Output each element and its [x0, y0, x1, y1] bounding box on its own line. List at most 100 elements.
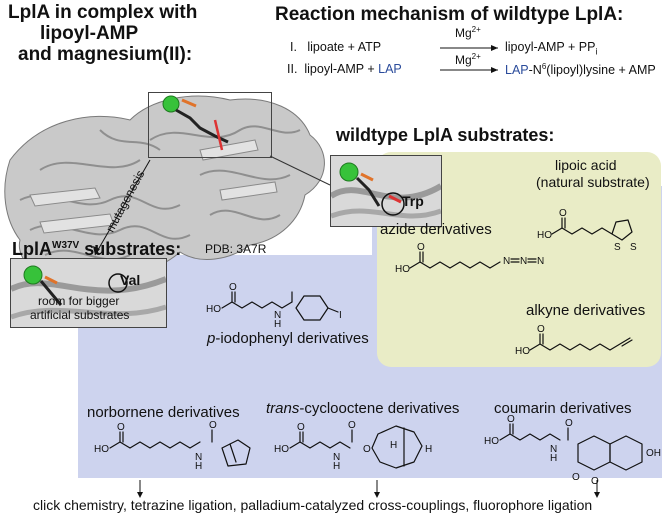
reaction-2-right-sup: 6 — [541, 62, 547, 71]
coum-o1: O — [507, 414, 515, 425]
coum-o3: O — [591, 476, 599, 487]
reaction-2-num: II. — [287, 62, 298, 76]
active-site-inset-box — [148, 92, 272, 158]
wildtype-inset-image — [330, 155, 442, 227]
reaction-2-right-b: (lipoyl)lysine + AMP — [546, 63, 656, 78]
tco-structure: O HO N H O O H H — [274, 420, 432, 472]
room-label-line2: artificial substrates — [30, 308, 130, 322]
reaction-1-right-sub: i — [595, 46, 598, 57]
magnesium-ion — [162, 95, 180, 113]
tco-o1: O — [297, 422, 305, 433]
tco-o2: O — [348, 420, 356, 431]
iodophenyl-label: p-iodophenyl derivatives — [207, 330, 369, 347]
reaction-1-num: I. — [290, 40, 297, 54]
reaction-2-cat-sup: 2+ — [471, 52, 481, 61]
alkyne-ho: HO — [515, 346, 530, 357]
coum-o4: O — [572, 472, 580, 483]
azide-o: O — [417, 242, 425, 253]
tco-h1: H — [390, 440, 397, 451]
tco-italic: trans — [266, 400, 300, 417]
coum-n: N — [550, 444, 557, 455]
lipoic-s2: S — [630, 242, 637, 253]
coum-h: H — [550, 453, 557, 464]
room-label-line1: room for bigger — [38, 294, 120, 308]
azide-n3: N — [537, 256, 544, 267]
alkyne-label: alkyne derivatives — [526, 302, 646, 319]
alkyne-o: O — [537, 324, 545, 335]
tco-o3: O — [363, 444, 371, 455]
norb-n: N — [195, 452, 202, 463]
reaction-1-right: lipoyl-AMP + PPi — [505, 40, 597, 57]
iodo-i: I — [339, 310, 342, 321]
lipoic-ho: HO — [537, 230, 552, 241]
iodophenyl-rest: -iodophenyl derivatives — [215, 330, 369, 347]
coum-o2: O — [565, 418, 573, 429]
mutant-sup: W37V — [52, 240, 80, 251]
pdb-label: PDB: 3A7R — [205, 242, 267, 256]
reaction-2-right-lap: LAP — [505, 63, 529, 78]
wildtype-substrates-label: wildtype LplA substrates: — [336, 125, 555, 145]
reaction-1: I. lipoate + ATP — [290, 40, 381, 54]
reaction-1-left: lipoate + ATP — [307, 40, 382, 54]
reaction-2-right: LAP-N6(lipoyl)lysine + AMP — [505, 62, 656, 77]
norb-o1: O — [117, 422, 125, 433]
tco-ho: HO — [274, 444, 289, 455]
tco-h2: H — [425, 444, 432, 455]
reaction-2-right-a: -N — [528, 63, 542, 78]
norbornene-structure: O HO N H O — [94, 420, 251, 472]
iodo-o1: O — [229, 282, 237, 293]
tco-rest: -cyclooctene derivatives — [299, 400, 460, 417]
mutant-name: LplA — [12, 239, 52, 259]
mutant-suffix: substrates: — [79, 239, 182, 259]
reaction-2-left-lap: LAP — [378, 62, 402, 76]
coumarin-structure: O HO N H O O O OH — [484, 414, 661, 487]
lipoic-acid-structure: O HO S S — [537, 208, 637, 253]
azide-structure: O HO N N N — [395, 242, 544, 275]
tco-label: trans-cyclooctene derivatives — [266, 400, 459, 417]
mutant-substrates-label: LplAW37V substrates: — [12, 235, 181, 260]
norbornene-label: norbornene derivatives — [87, 404, 240, 421]
reaction-1-cat-sup: 2+ — [471, 25, 481, 34]
lipoic-acid-label-line2: (natural substrate) — [536, 174, 650, 190]
reaction-1-right-a: lipoyl-AMP + PP — [505, 40, 596, 54]
norb-h: H — [195, 461, 202, 472]
reaction-2-cat: Mg — [455, 53, 472, 67]
tco-n: N — [333, 452, 340, 463]
reaction-1-cat: Mg — [455, 26, 472, 40]
coum-ho: HO — [484, 436, 499, 447]
coumarin-label: coumarin derivatives — [494, 400, 632, 417]
val-label: Val — [120, 272, 141, 288]
iodo-n: N — [274, 310, 281, 321]
applications-label: click chemistry, tetrazine ligation, pal… — [33, 497, 593, 513]
mechanism-title: Reaction mechanism of wildtype LplA: — [275, 4, 624, 25]
alkyne-structure: O HO — [515, 324, 633, 357]
lipoic-s1: S — [614, 242, 621, 253]
complex-title-line2: lipoyl-AMP — [40, 23, 139, 44]
reaction-2-left-a: lipoyl-AMP + — [304, 62, 379, 76]
lipoic-o: O — [559, 208, 567, 219]
iodo-h: H — [274, 319, 281, 330]
coum-oh: OH — [646, 448, 661, 459]
complex-title-line3: and magnesium(II): — [18, 44, 193, 65]
lipoic-acid-label-line1: lipoic acid — [555, 157, 617, 173]
norb-o2: O — [209, 420, 217, 431]
reaction-1-catalyst: Mg2+ — [455, 25, 481, 40]
reaction-2: II. lipoyl-AMP + LAP — [287, 62, 402, 76]
tco-h: H — [333, 461, 340, 472]
complex-title-line1: LplA in complex with — [8, 2, 198, 23]
azide-label: azide derivatives — [380, 221, 492, 238]
iodophenyl-structure: O HO N H I — [206, 282, 342, 330]
trp-label: Trp — [402, 193, 424, 209]
azide-n1: N — [503, 256, 510, 267]
azide-n2: N — [520, 256, 527, 267]
iodophenyl-italic: p — [207, 330, 216, 347]
azide-ho: HO — [395, 264, 410, 275]
iodo-ho: HO — [206, 304, 221, 315]
